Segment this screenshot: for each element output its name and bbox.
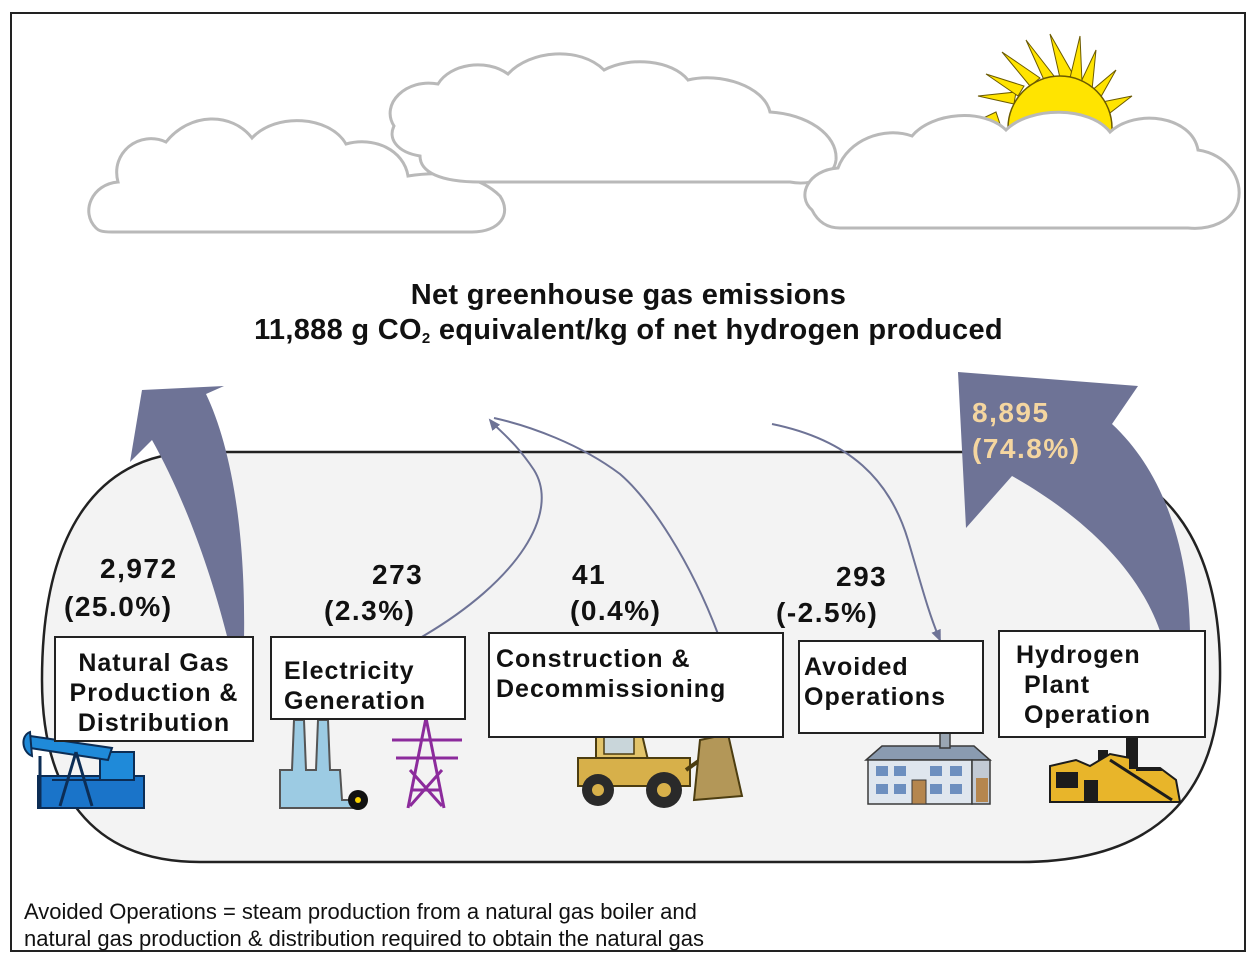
stage-label-line: Natural Gas xyxy=(78,649,230,677)
avoided-operations-box: Avoided Operations xyxy=(798,640,984,734)
natural-gas-box: Natural Gas Production & Distribution xyxy=(54,636,254,742)
electricity-value: 273 xyxy=(372,559,424,590)
cloud-icon xyxy=(87,117,507,234)
cloud-icon xyxy=(388,52,838,185)
avoided-operations-credit-arrow xyxy=(771,423,941,642)
subtitle-prefix: 11,888 g CO xyxy=(254,314,422,346)
hydrogen-plant-icon xyxy=(1049,720,1182,803)
stage-label-line: Operations xyxy=(804,683,946,711)
avoided-operations-value: 293 xyxy=(836,561,888,592)
subtitle-suffix: equivalent/kg of net hydrogen produced xyxy=(430,314,1003,346)
stage-label-line: Production & xyxy=(69,679,239,707)
stage-label-line: Hydrogen xyxy=(1016,641,1141,669)
natural-gas-value: 2,972 xyxy=(100,553,178,584)
stage-label-line: Distribution xyxy=(77,709,231,737)
electricity-box: Electricity Generation xyxy=(270,636,466,720)
hydrogen-plant-share: (74.8%) xyxy=(972,433,1081,464)
stage-label-line: Plant xyxy=(1024,671,1091,699)
construction-box: Construction & Decommissioning xyxy=(488,632,784,738)
co2-subscript: 2 xyxy=(421,330,431,347)
oil-pump-jack-icon xyxy=(22,730,145,809)
stage-label-line: Construction & xyxy=(496,645,691,673)
diagram-title: Net greenhouse gas emissions xyxy=(410,279,847,311)
natural-gas-emission-arrow xyxy=(130,386,245,640)
electricity-emission-arrow xyxy=(419,418,543,639)
hydrogen-plant-value: 8,895 xyxy=(972,397,1050,428)
footnote-line: Avoided Operations = steam production fr… xyxy=(24,899,697,924)
natural-gas-share: (25.0%) xyxy=(64,591,173,622)
construction-emission-arrow xyxy=(493,417,719,635)
cloud-icon xyxy=(803,110,1241,230)
stage-label-line: Generation xyxy=(284,687,426,715)
stage-label-line: Avoided xyxy=(804,653,909,681)
stage-label-line: Decommissioning xyxy=(496,675,727,703)
avoided-operations-share: (-2.5%) xyxy=(776,597,879,628)
footnote-line: natural gas production & distribution re… xyxy=(24,926,704,951)
diagram-subtitle: 11,888 g CO2 equivalent/kg of net hydrog… xyxy=(0,314,1257,347)
power-plant-and-transmission-tower-icon xyxy=(279,717,462,810)
hydrogen-plant-emission-arrow xyxy=(958,372,1191,652)
construction-share: (0.4%) xyxy=(570,595,662,626)
construction-value: 41 xyxy=(572,559,607,590)
electricity-share: (2.3%) xyxy=(324,595,416,626)
stage-label-line: Operation xyxy=(1024,701,1152,729)
hydrogen-plant-box: Hydrogen Plant Operation xyxy=(998,630,1206,738)
footnote: Avoided Operations = steam production fr… xyxy=(24,898,704,952)
stage-label-line: Electricity xyxy=(284,657,415,685)
